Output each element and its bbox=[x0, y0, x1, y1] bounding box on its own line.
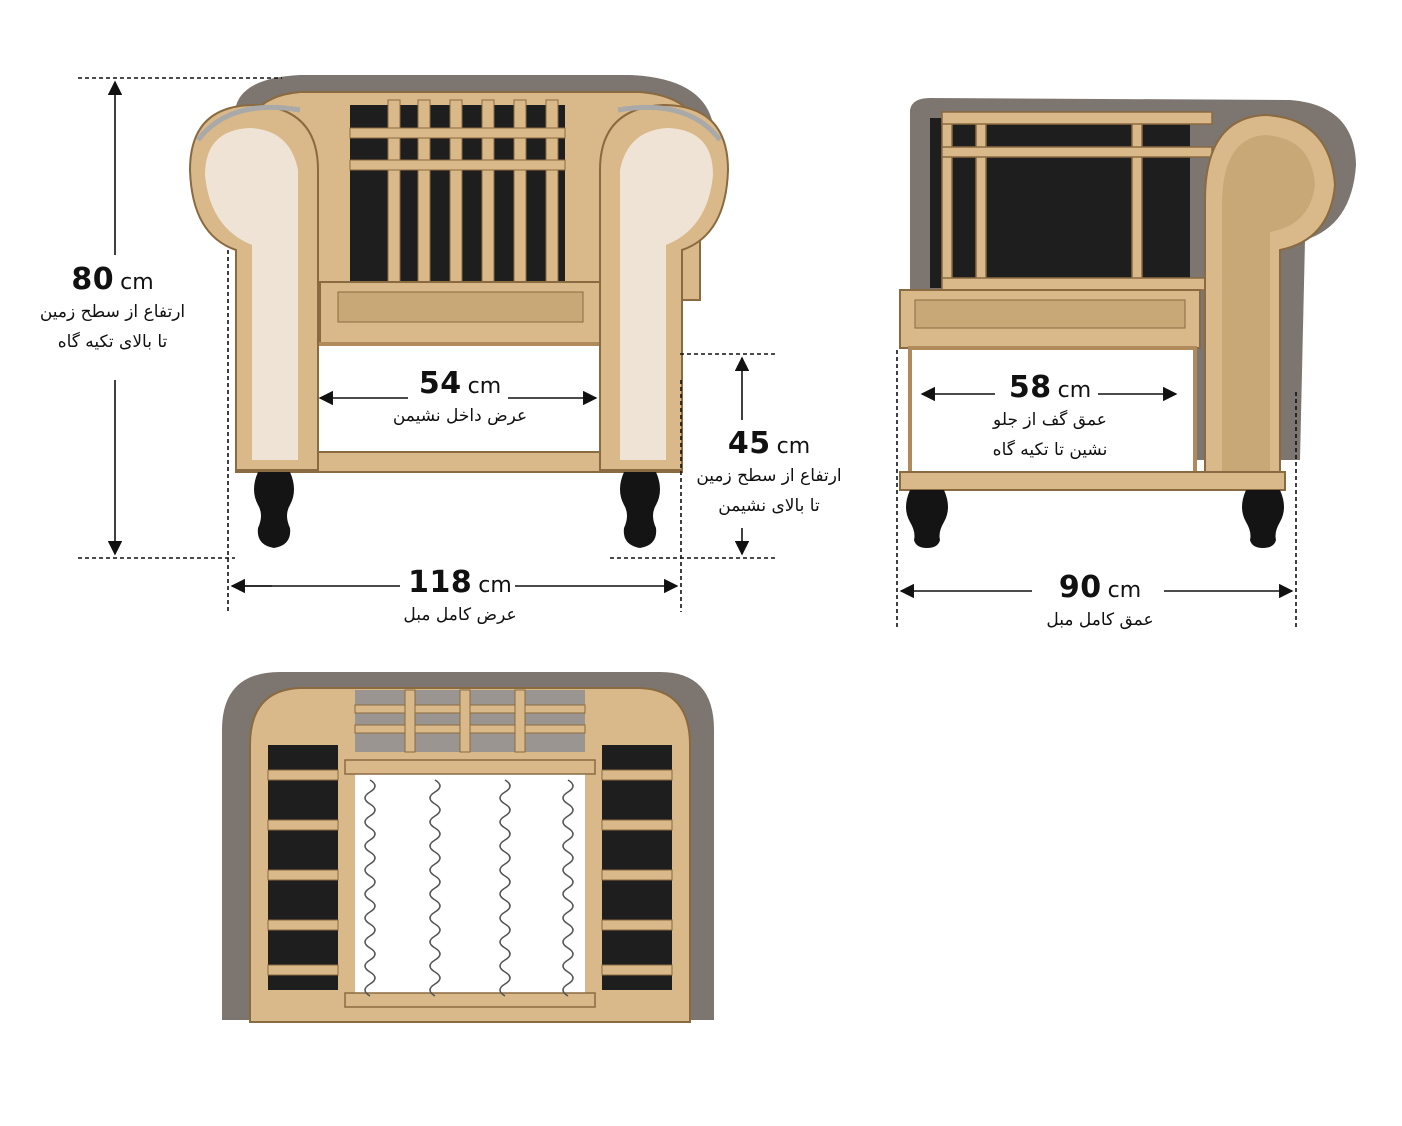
dim-caption-line: ارتفاع از سطح زمین bbox=[696, 466, 842, 486]
dimension-lines bbox=[78, 77, 1297, 628]
dim-caption-line: عرض داخل نشیمن bbox=[392, 406, 528, 426]
side-back-frame bbox=[941, 111, 1213, 291]
dim-value: 45 bbox=[727, 426, 771, 461]
dim-unit: cm bbox=[776, 434, 811, 459]
dim-unit: cm bbox=[120, 270, 154, 295]
top-left-arm-interior bbox=[268, 745, 338, 990]
dim-unit: cm bbox=[1107, 578, 1142, 603]
dim-caption-line: ارتفاع از سطح زمین bbox=[39, 302, 186, 322]
dim-caption-line: تا بالای تکیه گاه bbox=[57, 332, 168, 352]
dim-value: 80 bbox=[71, 262, 115, 297]
dim-value: 90 bbox=[1058, 570, 1102, 605]
top-springs bbox=[364, 779, 574, 997]
dim-unit: cm bbox=[1057, 378, 1092, 403]
top-seat-opening bbox=[355, 770, 585, 995]
top-view-armchair bbox=[222, 672, 714, 1023]
dim-unit: cm bbox=[467, 374, 502, 399]
side-legs bbox=[906, 490, 1284, 548]
dim-value: 54 bbox=[418, 366, 462, 401]
front-back-slats bbox=[349, 99, 566, 286]
dim-caption-line: عمق کامل مبل bbox=[1046, 610, 1154, 630]
dim-caption-line: عمق گف از جلو bbox=[993, 410, 1107, 430]
front-view-armchair bbox=[188, 75, 730, 548]
dim-value: 58 bbox=[1008, 370, 1052, 405]
top-right-arm-interior bbox=[602, 745, 672, 990]
dim-value: 118 bbox=[408, 565, 473, 600]
side-view-armchair bbox=[899, 98, 1356, 548]
front-legs bbox=[254, 472, 660, 548]
dim-caption-line: تا بالای نشیمن bbox=[718, 496, 820, 516]
dim-caption-line: عرض کامل مبل bbox=[403, 605, 517, 625]
dim-caption-line: نشین تا تکیه گاه bbox=[992, 440, 1108, 460]
dim-unit: cm bbox=[478, 573, 512, 598]
side-base-rail bbox=[899, 471, 1286, 491]
